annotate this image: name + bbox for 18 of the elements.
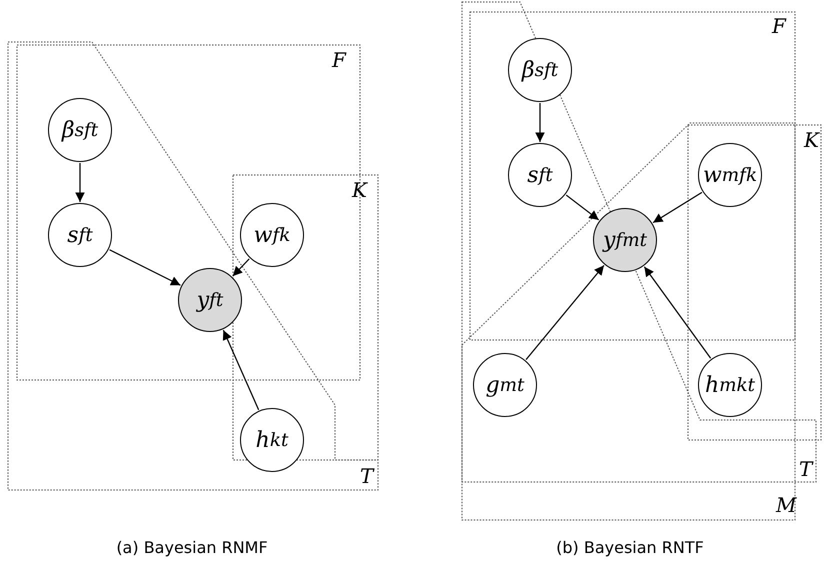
arrow xyxy=(644,266,712,359)
figure-caption: (b) Bayesian RNTF xyxy=(556,538,704,557)
plate-label: F xyxy=(332,50,346,70)
arrow xyxy=(232,258,250,277)
arrow xyxy=(222,330,260,410)
plate-label: T xyxy=(799,459,812,479)
arrow xyxy=(75,163,85,202)
arrow xyxy=(566,194,600,220)
arrow xyxy=(535,103,545,142)
arrow xyxy=(526,265,604,360)
plate-label: K xyxy=(352,180,367,200)
plate-label: K xyxy=(804,130,819,150)
plate-label: F xyxy=(772,16,786,36)
plate-label: T xyxy=(360,466,374,486)
arrow xyxy=(652,192,702,224)
figure-caption: (a) Bayesian RNMF xyxy=(116,538,268,557)
arrow xyxy=(109,249,181,286)
plate-label: M xyxy=(776,495,796,515)
